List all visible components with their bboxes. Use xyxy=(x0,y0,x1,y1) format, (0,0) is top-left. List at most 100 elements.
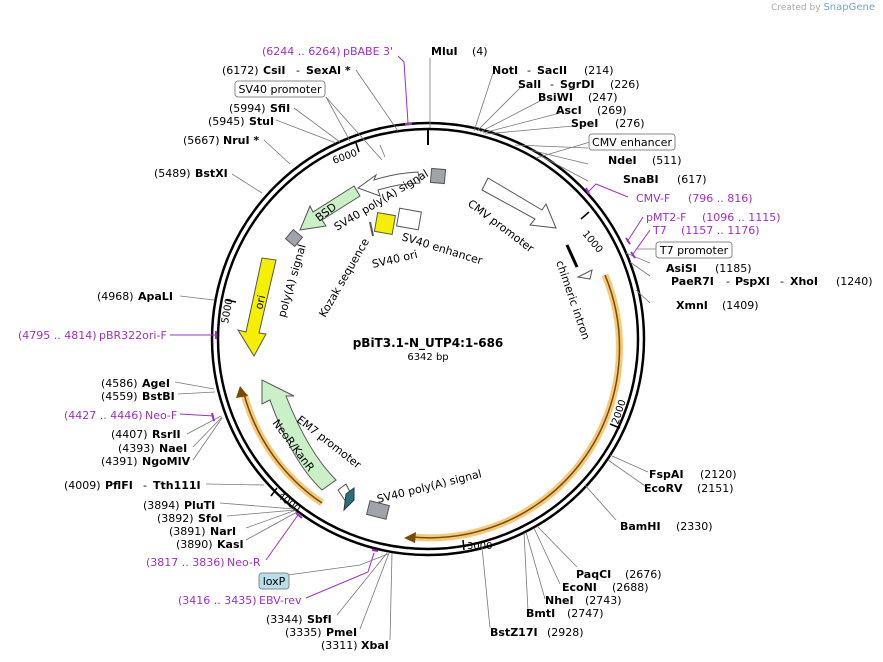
primer-pbabe3: pBABE 3' xyxy=(343,45,393,58)
site-ndei-pos: (511) xyxy=(652,154,682,167)
site-bstz17i-pos: (2928) xyxy=(547,626,584,639)
kozak-mark xyxy=(369,221,374,237)
primer-cmv-f-range: (796 .. 816) xyxy=(688,192,753,205)
site-noti-pos: (214) xyxy=(584,64,614,77)
site-rsrii-pos: (4407) xyxy=(111,428,148,441)
em7-block-left xyxy=(284,228,304,248)
site-pmei: PmeI xyxy=(326,626,357,639)
site-bstxi-pos: (5489) xyxy=(154,167,191,180)
site-sep-2: - xyxy=(550,78,554,91)
tick-5000: 5000 xyxy=(220,298,237,325)
site-rsrii: RsrII xyxy=(152,428,181,441)
site-asci: AscI xyxy=(556,104,582,117)
site-paqci: PaqCI xyxy=(576,568,611,581)
site-bstxi: BstXI xyxy=(195,167,228,180)
site-bstbi-pos: (4559) xyxy=(101,390,138,403)
site-xbai: XbaI xyxy=(361,639,389,652)
site-kasi-pos: (3890) xyxy=(176,538,213,551)
site-sfoi-pos: (3892) xyxy=(157,512,194,525)
primer-pbr322ori-f: pBR322ori-F xyxy=(99,329,167,342)
site-apali-pos: (4968) xyxy=(97,290,134,303)
site-bamhi-pos: (2330) xyxy=(676,520,713,533)
chimeric-intron-label: chimeric intron xyxy=(553,259,592,342)
sv40-ori-box xyxy=(373,211,397,235)
site-pluti-pos: (3894) xyxy=(143,499,180,512)
credit-prefix: Created by xyxy=(771,3,821,13)
site-asisi: AsiSI xyxy=(666,262,697,275)
site-sep-4: - xyxy=(780,275,784,288)
site-sbfi: SbfI xyxy=(307,613,332,626)
site-nari-pos: (3891) xyxy=(169,525,206,538)
site-fspai-pos: (2120) xyxy=(700,468,737,481)
site-spei: SpeI xyxy=(571,117,598,130)
site-econi-pos: (2688) xyxy=(612,581,649,594)
primer-ebv-rev: EBV-rev xyxy=(259,594,302,607)
site-xmni-pos: (1409) xyxy=(722,299,759,312)
site-paer7i: PaeR7I xyxy=(671,275,714,288)
site-nari: NarI xyxy=(210,525,236,538)
primer-labels: (6244 .. 6264) pBABE 3' CMV-F (796 .. 81… xyxy=(18,45,781,607)
sv40-enhancer-box xyxy=(396,207,422,231)
site-xhoi: XhoI xyxy=(790,275,818,288)
site-bsiwi: BsiWI xyxy=(538,91,573,104)
site-nhei: NheI xyxy=(545,594,574,607)
primer-pbr322ori-f-range: (4795 .. 4814) xyxy=(18,329,97,342)
site-spei-pos: (276) xyxy=(615,117,645,130)
site-ngomiv: NgoMIV xyxy=(142,455,191,468)
site-bmti: BmtI xyxy=(526,607,555,620)
site-sep-3: - xyxy=(726,275,730,288)
site-kasi: KasI xyxy=(217,538,244,551)
plasmid-name: pBiT3.1-N_UTP4:1-686 xyxy=(353,336,504,351)
site-sfoi: SfoI xyxy=(198,512,222,525)
kozak-label: Kozak sequence xyxy=(316,236,372,320)
sv40-polya-bottom-label: SV40 poly(A) signal xyxy=(376,467,483,506)
site-ecorv: EcoRV xyxy=(644,482,683,495)
site-sep-5: - xyxy=(143,479,147,492)
site-mlui-pos: (4) xyxy=(472,45,488,58)
site-pluti: PluTI xyxy=(184,499,215,512)
site-bmti-pos: (2747) xyxy=(567,607,604,620)
site-ngomiv-pos: (4391) xyxy=(101,455,138,468)
site-nrui: NruI * xyxy=(223,134,259,147)
site-snabi-pos: (617) xyxy=(677,173,707,186)
site-fspai: FspAI xyxy=(649,468,684,481)
sv40-polya-block-bottom xyxy=(365,500,391,520)
site-sep-1: - xyxy=(527,64,531,77)
polya-label: poly(A) signal xyxy=(275,243,308,319)
em7-dark-arrow xyxy=(343,487,355,512)
site-sfii: SfiI xyxy=(270,102,290,115)
site-labels: MluI (4) NotI - SacII (214) SalI - SgrDI… xyxy=(64,45,873,652)
ori-arrow xyxy=(236,257,277,357)
site-pmei-pos: (3335) xyxy=(285,626,322,639)
site-bstbi: BstBI xyxy=(142,390,175,403)
backbone-outer xyxy=(210,121,646,557)
site-apali: ApaLI xyxy=(138,290,173,303)
primer-cmv-f: CMV-F xyxy=(636,192,670,205)
site-xmni: XmnI xyxy=(676,299,708,312)
chimeric-intron-arrow xyxy=(576,269,593,280)
site-ndei: NdeI xyxy=(608,154,637,167)
site-pflfi-pos: (4009) xyxy=(64,479,101,492)
site-sali: SalI xyxy=(518,78,541,91)
site-snabi: SnaBI xyxy=(623,173,659,186)
sv40-ori-label: SV40 ori xyxy=(371,248,419,271)
site-nhei-pos: (2743) xyxy=(585,594,622,607)
site-csii-pos: (6172) xyxy=(222,64,259,77)
site-naei-pos: (4393) xyxy=(118,442,155,455)
site-xbai-pos: (3311) xyxy=(321,639,358,652)
chimeric-intron-bar xyxy=(565,244,579,268)
loxp-box: loxP xyxy=(263,575,286,588)
site-bsiwi-pos: (247) xyxy=(588,91,618,104)
cmv-promoter-arrow xyxy=(481,177,557,229)
snapgene-credit: Created by SnapGene xyxy=(771,2,875,13)
primer-neo-r: Neo-R xyxy=(227,556,261,569)
tick-3000: 3000 xyxy=(462,539,492,552)
sv40-polya-arrow-top xyxy=(356,171,421,197)
site-asci-pos: (269) xyxy=(597,104,627,117)
orf-arrow-right xyxy=(404,532,416,543)
primer-neo-f: Neo-F xyxy=(145,409,177,422)
site-econi: EcoNI xyxy=(562,581,597,594)
plasmid-size: 6342 bp xyxy=(407,352,448,363)
boxed-labels: SV40 promoter CMV enhancer T7 promoter l… xyxy=(234,80,733,590)
